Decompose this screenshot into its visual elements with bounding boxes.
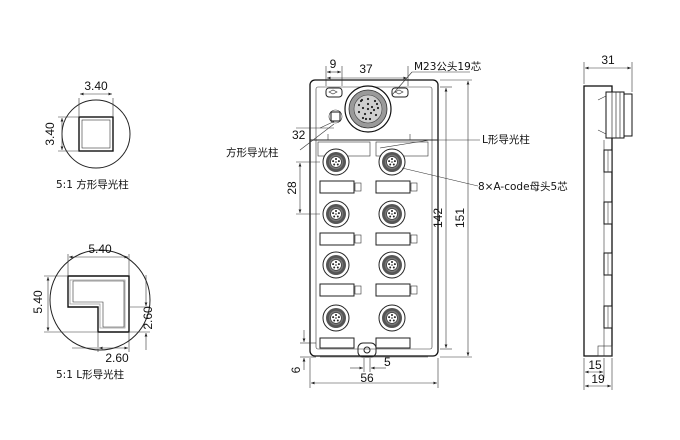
dim-37: 37 bbox=[359, 62, 373, 76]
front-view: 9 37 M23公头19芯 32 方形导光柱 28 L形导光柱 8×A-code… bbox=[226, 57, 568, 388]
callout-m23: M23公头19芯 bbox=[414, 60, 481, 73]
dim-15: 15 bbox=[588, 358, 602, 372]
callout-ports: 8×A-code母头5芯 bbox=[478, 180, 568, 193]
l-caption: 5:1 L形导光柱 bbox=[56, 368, 125, 381]
dim-32: 32 bbox=[292, 128, 306, 142]
dim-56: 56 bbox=[360, 371, 374, 385]
square-caption: 5:1 方形导光柱 bbox=[56, 178, 129, 191]
side-view: 31 15 19 bbox=[583, 53, 633, 390]
callout-square: 方形导光柱 bbox=[226, 146, 279, 159]
dim-31: 31 bbox=[601, 53, 615, 67]
square-height-label: 3.40 bbox=[43, 122, 57, 146]
dim-19: 19 bbox=[591, 372, 605, 386]
dim-5: 5 bbox=[384, 355, 391, 369]
l-inner-h-label: 2.60 bbox=[105, 351, 129, 365]
square-light-guide-detail: 3.40 3.40 5:1 方形导光柱 bbox=[43, 79, 131, 191]
l-width-label: 5.40 bbox=[88, 242, 112, 256]
dim-9: 9 bbox=[330, 57, 337, 71]
dim-6: 6 bbox=[289, 366, 303, 373]
dim-142: 142 bbox=[431, 208, 445, 228]
dim-151: 151 bbox=[453, 208, 467, 228]
l-height-label: 5.40 bbox=[31, 290, 45, 314]
dim-28: 28 bbox=[285, 181, 299, 195]
square-width-label: 3.40 bbox=[84, 79, 108, 93]
l-inner-v-label: 2.60 bbox=[141, 306, 155, 330]
callout-l: L形导光柱 bbox=[482, 133, 530, 146]
port-grid bbox=[317, 141, 429, 349]
l-light-guide-detail: 5.40 5.40 2.60 2.60 5:1 L形导光柱 bbox=[31, 242, 155, 381]
square-light-guide bbox=[330, 111, 341, 122]
